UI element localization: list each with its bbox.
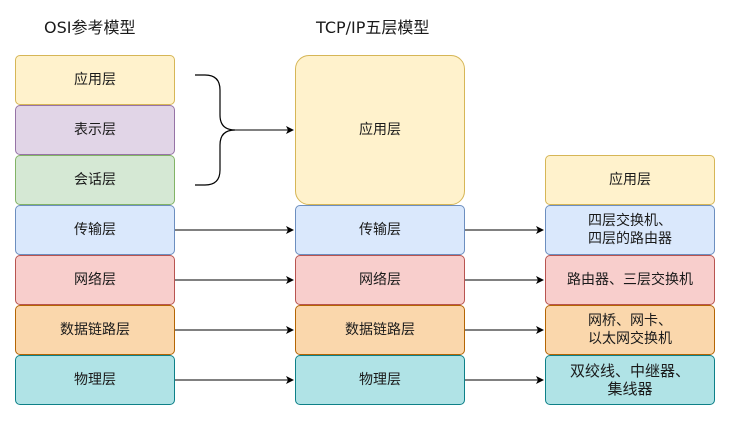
osi-layer-label: 传输层: [74, 222, 116, 238]
osi-title: OSI参考模型: [44, 18, 136, 37]
tcpip-layer-label: 数据链路层: [345, 322, 415, 338]
osi-layer-application: 应用层: [15, 55, 175, 105]
osi-layer-label: 表示层: [74, 122, 116, 138]
device-network: 路由器、三层交换机: [545, 255, 715, 305]
osi-layer-network: 网络层: [15, 255, 175, 305]
tcpip-layer-label: 应用层: [359, 122, 401, 138]
osi-layer-label: 网络层: [74, 272, 116, 288]
device-label: 网桥、网卡、 以太网交换机: [588, 313, 672, 347]
tcpip-layer-application: 应用层: [295, 55, 465, 205]
tcpip-layer-label: 物理层: [359, 372, 401, 388]
device-physical: 双绞线、中继器、 集线器: [545, 355, 715, 405]
device-label: 路由器、三层交换机: [567, 272, 693, 288]
tcpip-layer-label: 网络层: [359, 272, 401, 288]
tcpip-layer-datalink: 数据链路层: [295, 305, 465, 355]
device-transport: 四层交换机、 四层的路由器: [545, 205, 715, 255]
device-label: 四层交换机、 四层的路由器: [588, 213, 672, 247]
device-application: 应用层: [545, 155, 715, 205]
device-label: 应用层: [609, 172, 651, 188]
osi-layer-label: 会话层: [74, 172, 116, 188]
tcpip-layer-physical: 物理层: [295, 355, 465, 405]
osi-layer-session: 会话层: [15, 155, 175, 205]
osi-layer-label: 物理层: [74, 372, 116, 388]
brace: [195, 74, 236, 186]
tcpip-layer-network: 网络层: [295, 255, 465, 305]
device-datalink: 网桥、网卡、 以太网交换机: [545, 305, 715, 355]
osi-layer-label: 应用层: [74, 72, 116, 88]
tcpip-layer-transport: 传输层: [295, 205, 465, 255]
osi-layer-datalink: 数据链路层: [15, 305, 175, 355]
device-label: 双绞线、中继器、 集线器: [569, 362, 690, 398]
osi-layer-physical: 物理层: [15, 355, 175, 405]
osi-layer-presentation: 表示层: [15, 105, 175, 155]
tcpip-layer-label: 传输层: [359, 222, 401, 238]
tcpip-title: TCP/IP五层模型: [316, 18, 430, 37]
osi-layer-transport: 传输层: [15, 205, 175, 255]
osi-layer-label: 数据链路层: [60, 322, 130, 338]
